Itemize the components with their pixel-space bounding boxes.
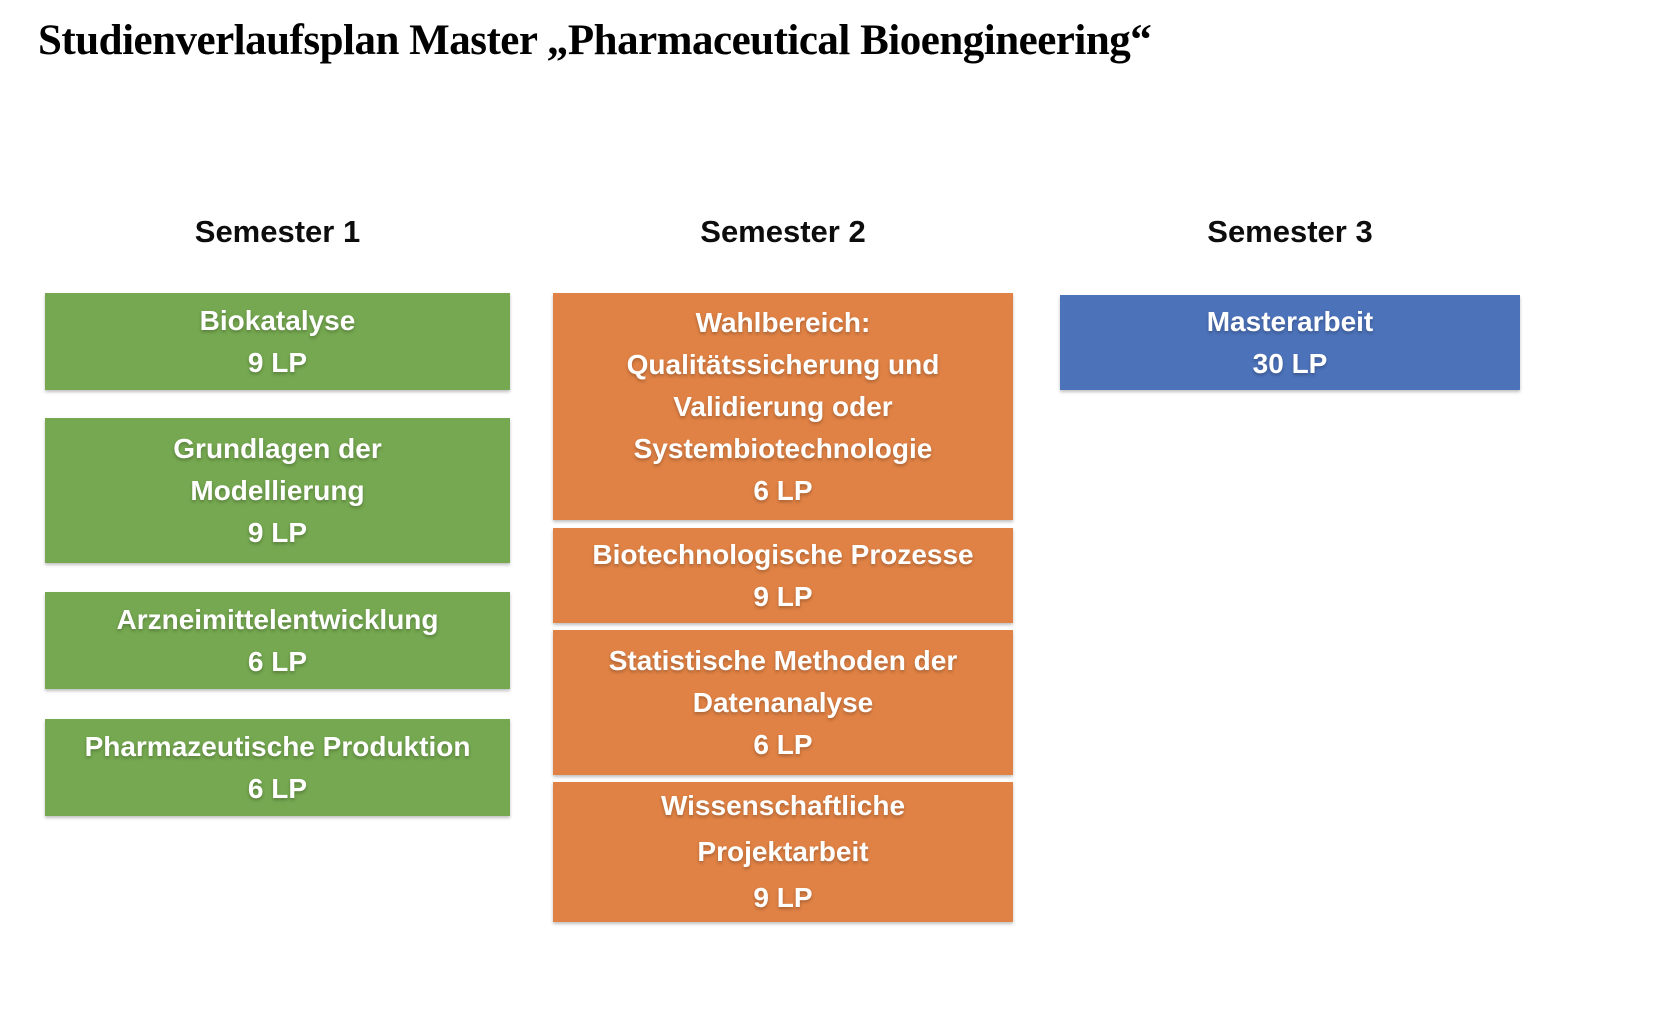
course-credits: 9 LP	[753, 580, 813, 612]
course-box-biokatalyse: Biokatalyse 9 LP	[45, 293, 510, 390]
course-credits: 6 LP	[247, 772, 308, 804]
course-title: Statistische Methoden der Datenanalyse	[608, 644, 958, 718]
course-credits: 6 LP	[753, 474, 813, 506]
course-box-statistische-methoden: Statistische Methoden der Datenanalyse 6…	[553, 630, 1013, 775]
course-credits: 30 LP	[1252, 347, 1328, 379]
course-box-wahlbereich: Wahlbereich: Qualitätssicherung und Vali…	[553, 293, 1013, 520]
course-box-masterarbeit: Masterarbeit 30 LP	[1060, 295, 1520, 390]
course-box-arzneimittelentwicklung: Arzneimittelentwicklung 6 LP	[45, 592, 510, 689]
page-title: Studienverlaufsplan Master „Pharmaceutic…	[38, 17, 1152, 64]
course-title: Masterarbeit	[1206, 305, 1374, 337]
course-title: Wissenschaftliche Projektarbeit	[660, 790, 906, 867]
course-title: Biotechnologische Prozesse	[592, 538, 974, 570]
semester-3-header: Semester 3	[1207, 214, 1373, 249]
course-credits: 9 LP	[753, 882, 813, 913]
course-box-wissenschaftliche-projektarbeit: Wissenschaftliche Projektarbeit 9 LP	[553, 782, 1013, 922]
course-credits: 6 LP	[247, 645, 308, 677]
course-title: Biokatalyse	[199, 304, 356, 336]
course-box-biotechnologische-prozesse: Biotechnologische Prozesse 9 LP	[553, 528, 1013, 623]
course-credits: 9 LP	[247, 516, 308, 548]
course-credits: 9 LP	[247, 346, 308, 378]
semester-1-header: Semester 1	[194, 214, 361, 249]
course-title: Arzneimittelentwicklung	[116, 603, 439, 635]
semester-2-header: Semester 2	[700, 214, 866, 249]
course-box-pharmazeutische-produktion: Pharmazeutische Produktion 6 LP	[45, 719, 510, 816]
course-box-grundlagen-der-modellierung: Grundlagen der Modellierung 9 LP	[45, 418, 510, 563]
course-title: Grundlagen der Modellierung	[173, 432, 382, 506]
course-title: Pharmazeutische Produktion	[84, 730, 471, 762]
course-title: Wahlbereich: Qualitätssicherung und Vali…	[626, 306, 940, 464]
course-credits: 6 LP	[753, 728, 813, 760]
